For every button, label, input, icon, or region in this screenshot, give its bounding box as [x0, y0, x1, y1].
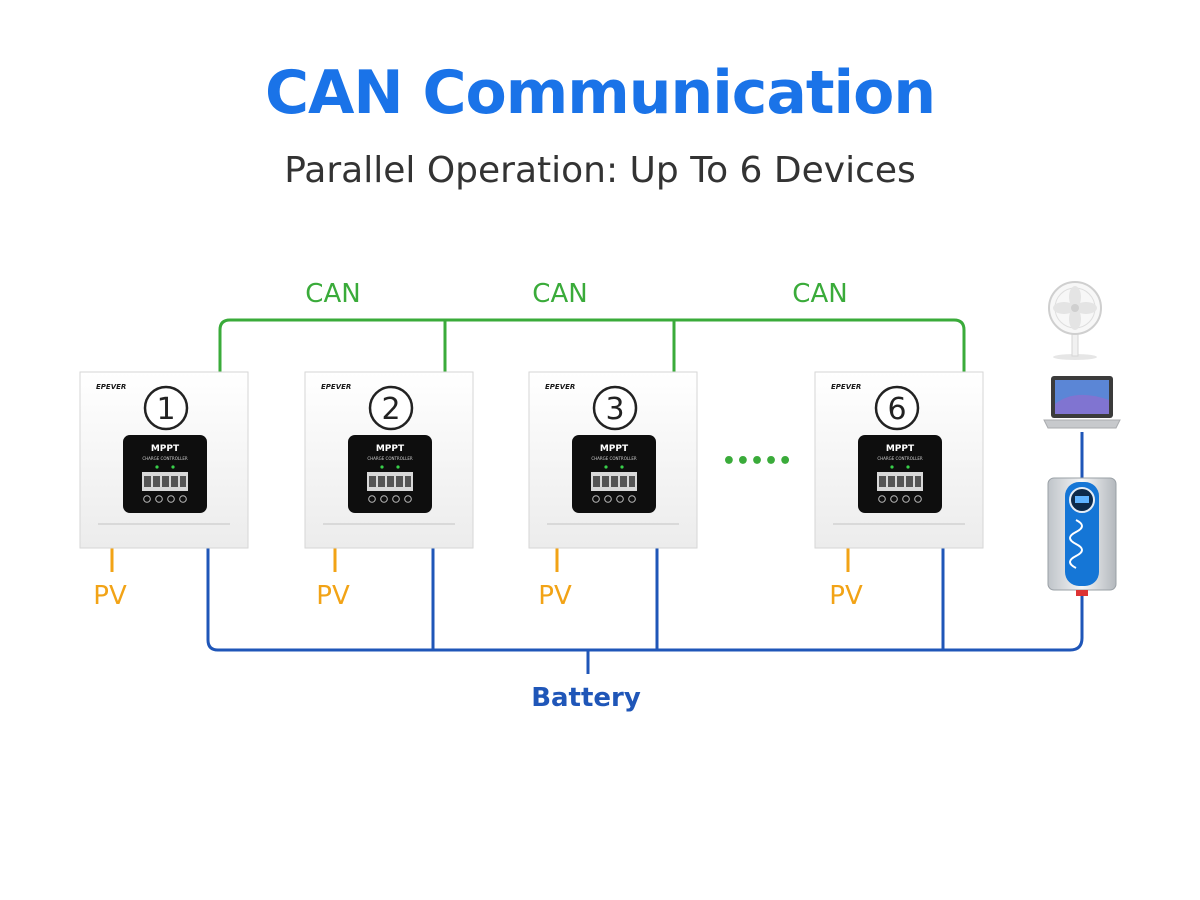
device-number-badge	[143, 385, 189, 431]
panel-button	[392, 495, 400, 503]
can-label-2: CAN	[532, 279, 587, 309]
device-number-badge	[368, 385, 414, 431]
can-label-3: CAN	[792, 279, 847, 309]
panel-button	[167, 495, 175, 503]
panel-button	[604, 495, 612, 503]
panel-button	[902, 495, 910, 503]
status-led	[155, 465, 159, 469]
page-subtitle: Parallel Operation: Up To 6 Devices	[284, 150, 916, 191]
panel-button	[404, 495, 412, 503]
device-1: EPEVER 1 MPPT CHARGE CONTROLLER	[79, 371, 249, 549]
can-bus	[218, 318, 966, 372]
battery-bus-line	[206, 548, 1084, 652]
device-brand: EPEVER	[831, 383, 861, 391]
device-6: EPEVER 6 MPPT CHARGE CONTROLLER	[814, 371, 984, 549]
display-subtitle: CHARGE CONTROLLER	[142, 456, 188, 461]
status-led	[171, 465, 175, 469]
status-led	[380, 465, 384, 469]
pv-label-1: PV	[93, 581, 127, 611]
battery-pack-icon	[1047, 477, 1117, 596]
pv-label-6: PV	[829, 581, 863, 611]
panel-button	[878, 495, 886, 503]
can-label-1: CAN	[305, 279, 360, 309]
panel-button	[368, 495, 376, 503]
status-led	[906, 465, 910, 469]
panel-button	[592, 495, 600, 503]
pv-leads	[110, 548, 850, 572]
status-led	[890, 465, 894, 469]
device-number: 2	[381, 392, 400, 427]
panel-button	[143, 495, 151, 503]
display-title: MPPT	[886, 444, 915, 454]
status-led	[604, 465, 608, 469]
fan-icon	[1048, 281, 1102, 360]
device-3: EPEVER 3 MPPT CHARGE CONTROLLER	[528, 371, 698, 549]
device-number-badge	[592, 385, 638, 431]
device-number: 6	[887, 392, 906, 427]
page-title: CAN Communication	[264, 58, 936, 128]
panel-button	[380, 495, 388, 503]
pv-label-3: PV	[538, 581, 572, 611]
device-number-badge	[874, 385, 920, 431]
can-bus-line	[218, 318, 966, 372]
display-subtitle: CHARGE CONTROLLER	[877, 456, 923, 461]
display-subtitle: CHARGE CONTROLLER	[591, 456, 637, 461]
device-brand: EPEVER	[96, 383, 126, 391]
display-title: MPPT	[600, 444, 629, 454]
laptop-icon	[1043, 376, 1121, 429]
battery-label: Battery	[531, 683, 641, 713]
device-number: 3	[605, 392, 624, 427]
display-title: MPPT	[376, 444, 405, 454]
display-subtitle: CHARGE CONTROLLER	[367, 456, 413, 461]
panel-button	[179, 495, 187, 503]
device-2: EPEVER 2 MPPT CHARGE CONTROLLER	[304, 371, 474, 549]
panel-button	[616, 495, 624, 503]
status-led	[396, 465, 400, 469]
device-brand: EPEVER	[321, 383, 351, 391]
display-title: MPPT	[151, 444, 180, 454]
battery-bus	[206, 432, 1084, 674]
ellipsis-dots: •••••	[722, 449, 792, 474]
panel-button	[628, 495, 636, 503]
panel-button	[155, 495, 163, 503]
status-led	[620, 465, 624, 469]
panel-button	[914, 495, 922, 503]
device-brand: EPEVER	[545, 383, 575, 391]
pv-label-2: PV	[316, 581, 350, 611]
panel-button	[890, 495, 898, 503]
device-number: 1	[156, 392, 175, 427]
